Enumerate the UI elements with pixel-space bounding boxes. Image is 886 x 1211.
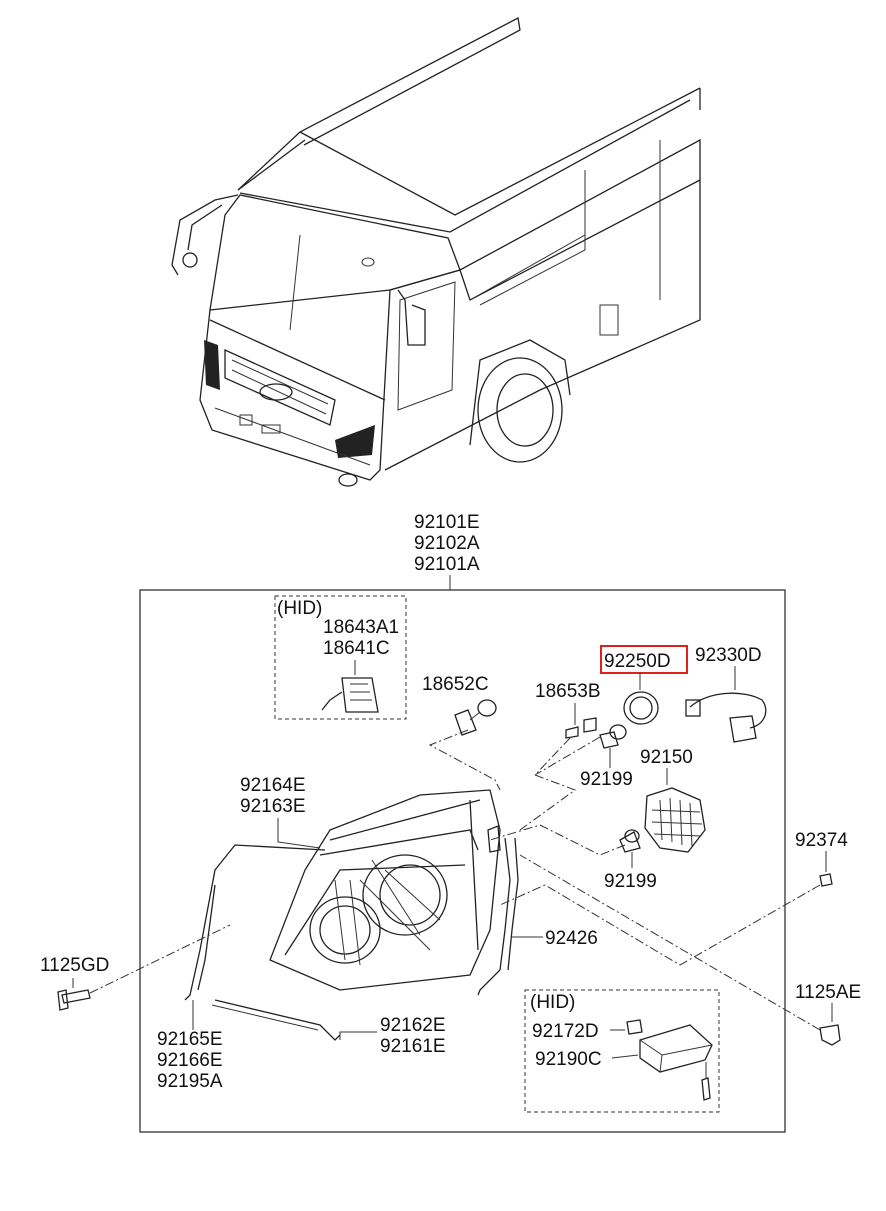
assembly-label-1: 92101E (414, 512, 480, 533)
part-label-18653B: 18653B (535, 681, 601, 702)
assembly-label-3: 92101A (414, 554, 480, 575)
part-label-92199-upper: 92199 (580, 769, 633, 790)
part-label-92250D: 92250D (604, 651, 671, 672)
part-label-92374: 92374 (795, 830, 848, 851)
hid-box-bulb: (HID) 18643A1 18641C (274, 595, 407, 720)
assembly-label-group: 92101E 92102A 92101A (414, 512, 480, 590)
part-label-92162E: 92162E (380, 1015, 446, 1036)
part-label-92330D: 92330D (695, 645, 762, 666)
part-label-92163E: 92163E (240, 796, 306, 817)
part-label-92190C: 92190C (535, 1049, 602, 1070)
part-label-92164E: 92164E (240, 775, 306, 796)
part-label-92172D: 92172D (532, 1021, 599, 1042)
bus-illustration (171, 17, 701, 487)
hid-box-title: (HID) (277, 598, 322, 619)
part-label-92161E: 92161E (380, 1036, 446, 1057)
part-label-92199-lower: 92199 (604, 871, 657, 892)
part-label-18643A1: 18643A1 (323, 617, 399, 638)
part-label-18641C: 18641C (323, 638, 390, 659)
part-label-92150: 92150 (640, 747, 693, 768)
highlight-box-92250D (600, 645, 688, 674)
upper-parts: 18652C 18653B 92250D 92330D 92199 92150 (422, 645, 767, 892)
headlamp-assembly: 92164E 92163E 1125GD 92165E 92166E (40, 775, 598, 1092)
part-label-92426: 92426 (545, 928, 598, 949)
hid-box-title-2: (HID) (530, 992, 575, 1013)
part-label-92165E: 92165E (157, 1029, 223, 1050)
part-label-92195A: 92195A (157, 1071, 223, 1092)
part-label-1125AE: 1125AE (795, 982, 861, 1003)
hid-box-ballast: (HID) 92172D 92190C (524, 989, 720, 1113)
part-label-1125GD: 1125GD (40, 955, 109, 976)
part-label-18652C: 18652C (422, 674, 489, 695)
assembly-frame (139, 589, 786, 1133)
right-fasteners: 92374 1125AE (499, 830, 861, 1046)
part-label-92166E: 92166E (157, 1050, 223, 1071)
assembly-label-2: 92102A (414, 533, 480, 554)
